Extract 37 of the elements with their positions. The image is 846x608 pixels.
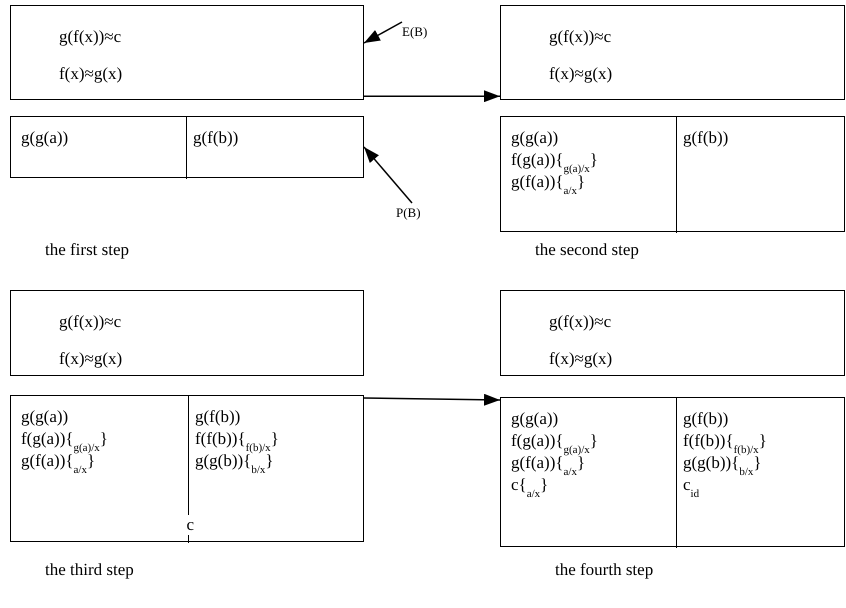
equation-box xyxy=(10,290,364,376)
formula-text: g(f(x))≈c xyxy=(59,26,122,48)
equation-box xyxy=(500,5,845,100)
formula-text: g(f(b)) xyxy=(195,406,240,428)
formula-text: g(g(a)) xyxy=(21,406,68,428)
equation-box xyxy=(500,290,845,376)
formula-text: c$_{id}$ xyxy=(683,474,700,496)
formula-text: f(x)≈g(x) xyxy=(549,348,612,370)
formula-text: g(g(a)) xyxy=(21,127,68,149)
step-caption: the fourth step xyxy=(555,560,654,580)
formula-text: c xyxy=(186,515,194,535)
step-caption: the third step xyxy=(45,560,134,580)
formula-text: g(g(a)) xyxy=(511,127,558,149)
formula-text: c{$_{a/x}$} xyxy=(511,474,548,496)
table-box xyxy=(500,397,845,547)
formula-text: g(f(x))≈c xyxy=(59,311,122,333)
formula-text: g(f(b)) xyxy=(193,127,238,149)
arrow xyxy=(364,21,402,44)
arrow xyxy=(364,394,500,406)
table-box xyxy=(10,116,364,178)
formula-text: f(x)≈g(x) xyxy=(59,63,122,85)
formula-text: g(g(a)) xyxy=(511,408,558,430)
set-label: P(B) xyxy=(396,205,421,220)
equation-box xyxy=(10,5,364,100)
step-caption: the first step xyxy=(45,240,130,260)
formula-text: g(f(b)) xyxy=(683,127,728,149)
set-label: E(B) xyxy=(402,24,428,39)
formula-text: g(f(b)) xyxy=(683,408,728,430)
arrow xyxy=(363,146,413,204)
formula-text: f(x)≈g(x) xyxy=(59,348,122,370)
step-caption: the second step xyxy=(535,240,639,260)
formula-text: g(f(x))≈c xyxy=(549,311,612,333)
table-box xyxy=(500,116,845,232)
formula-text: g(f(x))≈c xyxy=(549,26,612,48)
formula-text: f(x)≈g(x) xyxy=(549,63,612,85)
arrow xyxy=(364,90,500,102)
table-box xyxy=(10,395,364,542)
